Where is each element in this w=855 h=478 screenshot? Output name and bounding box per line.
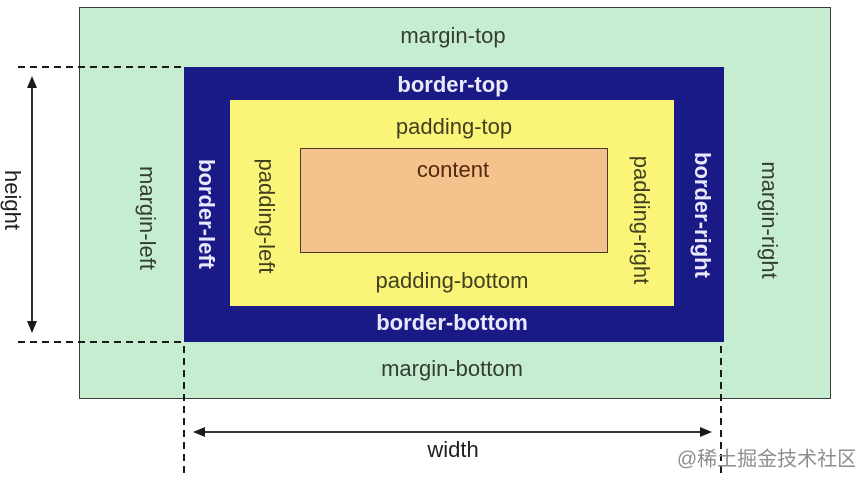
content-box [300,148,608,253]
border-bottom-label: border-bottom [376,310,528,335]
margin-left-label: margin-left [135,166,160,270]
margin-bottom-label: margin-bottom [381,356,523,381]
border-box [184,67,724,342]
padding-top-label: padding-top [395,114,513,139]
border-top-label: border-top [397,72,509,97]
width-label: width [427,437,479,462]
padding-box [230,100,674,306]
watermark: @稀土掘金技术社区 [676,448,855,471]
margin-right-label: margin-right [757,161,782,279]
margin-box [79,7,831,399]
margin-top-label: margin-top [400,23,506,48]
padding-bottom-label: padding-bottom [375,268,529,293]
border-right-label: border-right [690,152,715,278]
padding-right-label: padding-right [629,155,654,285]
height-label: height [0,170,25,230]
border-left-label: border-left [194,159,219,269]
content-label: content [416,157,490,182]
padding-left-label: padding-left [254,158,279,274]
